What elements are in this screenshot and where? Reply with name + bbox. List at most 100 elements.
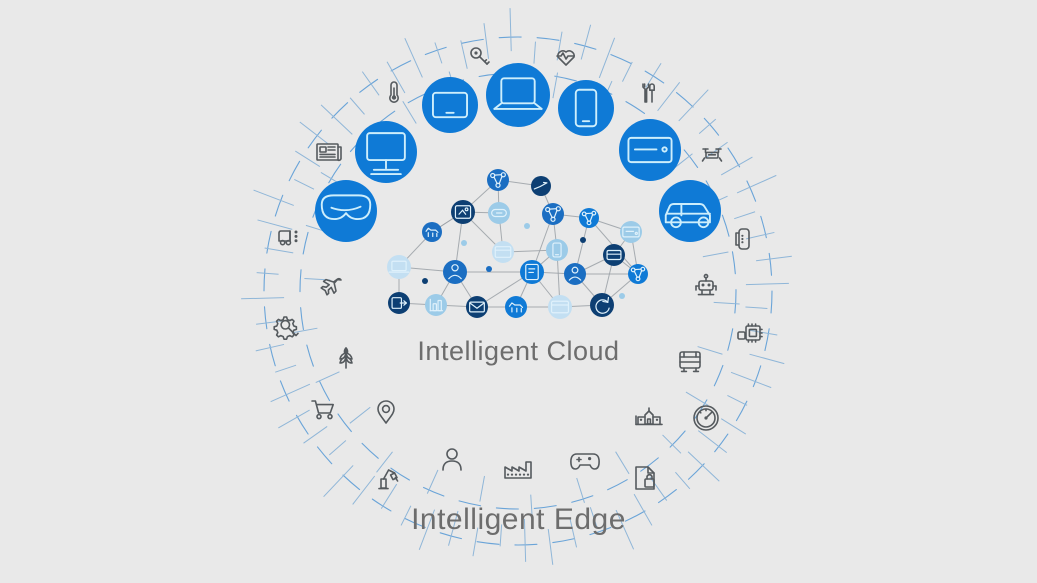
note-icon [525,263,539,281]
spoke-line [702,251,729,258]
spoke-line [533,41,536,64]
share-icon [581,210,597,226]
spoke-line [685,391,709,406]
network-node-n5 [542,203,564,225]
network-dot [422,278,428,284]
cloud-network-links [398,179,639,308]
device-node-tablet[interactable] [422,77,478,133]
device-node-desktop[interactable] [355,121,417,183]
laptop-icon [493,77,543,110]
spoke-line [675,471,691,490]
spoke-line [569,519,578,548]
spoke-line [615,451,630,475]
tablet-icon [432,91,468,119]
swoosh-icon [533,181,548,190]
network-node-n7 [422,222,442,242]
spoke-line [278,409,310,429]
spoke-line [264,247,294,254]
spoke-line [662,434,682,454]
network-node-n14 [520,260,544,284]
network-node-n6 [579,208,599,228]
spoke-line [552,72,559,99]
school-building-icon [635,407,663,426]
game-controller-icon [570,453,600,470]
intelligent-edge-label: Intelligent Edge [411,503,626,536]
spoke-line [402,100,417,124]
outer-device-icons [273,47,763,490]
spoke-line [687,451,720,482]
bus-icon [679,351,701,373]
wallet-icon [606,249,622,261]
heart-pulse-icon [556,50,575,66]
microchip-icon [737,323,763,343]
robotic-arm-icon [378,469,399,490]
tools-icon [642,83,655,103]
key-icon [470,47,490,65]
outer-dashed-ring [263,36,773,546]
person-icon [442,448,462,471]
intelligent-cloud-label: Intelligent Cloud [417,336,620,366]
network-node-n20 [505,296,527,318]
spoke-line [580,24,592,60]
spoke-line [352,475,376,505]
spoke-line [697,430,728,454]
device-node-laptop[interactable] [486,63,550,127]
spoke-line [622,61,633,82]
device-node-car[interactable] [659,180,721,242]
spoke-line [303,426,328,444]
spoke-line [547,529,554,565]
spoke-line [349,406,371,424]
spoke-line [361,71,380,96]
spoke-line [589,507,598,529]
spoke-line [257,219,293,230]
device-node-headset[interactable] [315,180,377,242]
spoke-line [576,477,585,503]
device-node-phone[interactable] [558,80,614,136]
mail-icon [469,301,485,313]
network-node-n3 [451,200,475,224]
network-node-n16 [628,264,648,284]
newspaper-icon [316,143,342,162]
spoke-line [697,346,723,355]
spoke-line [256,272,279,275]
wheat-plant-icon [339,347,353,369]
network-node-n4 [488,202,510,224]
delivery-truck-icon [278,230,298,246]
spoke-line [745,306,768,309]
vr-headset-icon [320,194,372,221]
network-node-n13 [443,260,467,284]
spoke-line [698,118,717,134]
network-node-n18 [425,294,447,316]
spoke-line [598,37,616,79]
spoke-line [376,451,393,473]
spoke-line [756,255,792,262]
person-icon [448,264,462,280]
gear-search-icon [273,316,299,340]
car-icon [664,203,711,229]
locked-document-icon [635,466,655,490]
spoke-line [657,81,681,112]
spoke-line [615,509,635,550]
spoke-line [380,483,398,509]
smartphone-icon [574,88,598,128]
spoke-line [328,440,347,456]
server-rack-icon [627,136,673,164]
spoke-line [509,8,512,52]
spoke-line [418,509,436,550]
person-icon [568,266,582,281]
network-node-n19 [466,296,488,318]
dog-icon [508,302,524,313]
spoke-line [736,174,777,194]
network-dot [619,293,625,299]
spoke-line [241,297,285,300]
spoke-line [472,527,479,557]
device-node-server[interactable] [619,119,681,181]
spoke-line [426,469,439,494]
window-icon [550,300,570,314]
blue-device-nodes [315,63,721,242]
spoke-line [483,23,490,59]
shopping-cart-icon [311,400,334,420]
spoke-line [633,493,653,526]
